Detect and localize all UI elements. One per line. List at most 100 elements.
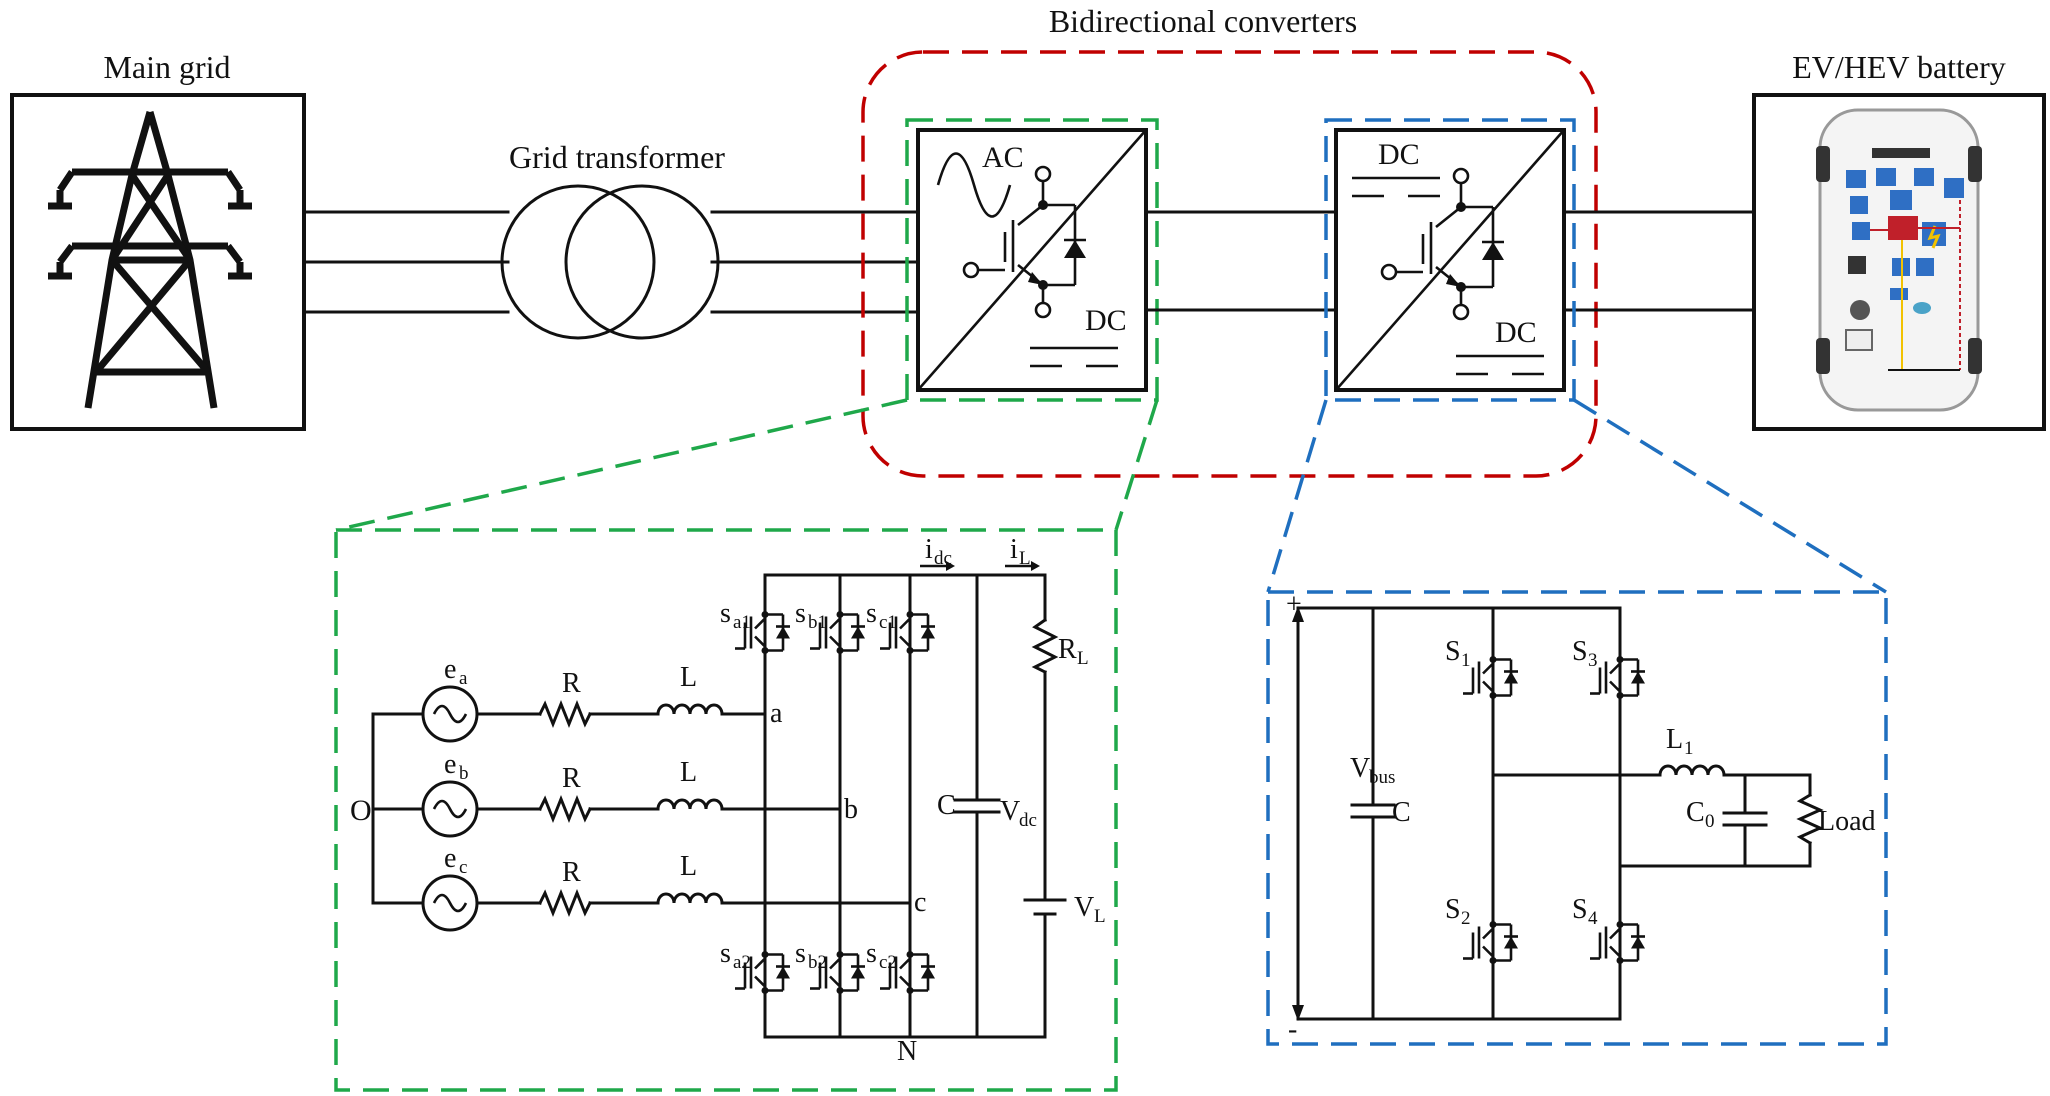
ac-dc-rectifier-circuit: O e a e b e c R L: [334, 528, 1118, 1092]
grid-transformer-label: Grid transformer: [509, 139, 725, 175]
dc-link-capacitor: C V dc: [937, 573, 1037, 1039]
minus-label: -: [1288, 1014, 1297, 1045]
svg-text:a2: a2: [733, 952, 751, 973]
phase-a-rl: R L a: [475, 662, 783, 729]
ac-dc-converter-block: AC DC: [905, 118, 1159, 402]
switch-sa2: [735, 940, 790, 1005]
svg-text:S: S: [1572, 894, 1588, 925]
dc-link-lines: [1144, 210, 1756, 312]
source-ec: e c: [421, 843, 479, 932]
svg-text:1: 1: [1684, 738, 1694, 759]
svg-text:bus: bus: [1369, 767, 1395, 788]
svg-text:L: L: [1077, 648, 1089, 669]
switch-sb1: [810, 600, 865, 665]
svg-text:s: s: [720, 598, 731, 629]
svg-text:s: s: [795, 938, 806, 969]
bidirectional-converters-label: Bidirectional converters: [1049, 3, 1357, 39]
svg-text:L: L: [680, 757, 697, 788]
three-phase-lines: [302, 210, 920, 314]
svg-text:L: L: [680, 662, 697, 693]
svg-text:dc: dc: [1019, 810, 1037, 831]
svg-text:a1: a1: [733, 612, 751, 633]
switch-sb2: [810, 940, 865, 1005]
svg-text:V: V: [1000, 796, 1020, 827]
svg-text:R: R: [562, 857, 581, 888]
phase-c-rl: R L c: [475, 851, 926, 918]
ev-chassis-icon: [1816, 108, 1982, 412]
dc-dc-bridge-circuit: + - V bus C S 1 S 3 S 2 S 4: [1266, 589, 1888, 1046]
igbt-diode-icon: [1380, 167, 1504, 321]
svg-text:0: 0: [1705, 811, 1715, 832]
svg-text:S: S: [1445, 894, 1461, 925]
switch-s4: [1590, 905, 1645, 980]
svg-text:c: c: [459, 857, 467, 878]
source-ea: e a: [421, 654, 479, 743]
grid-transformer: Grid transformer: [500, 139, 725, 340]
switch-s1: [1463, 640, 1518, 715]
svg-text:V: V: [1074, 892, 1094, 923]
svg-text:s: s: [866, 938, 877, 969]
svg-text:1: 1: [1461, 650, 1471, 671]
svg-text:i: i: [1010, 534, 1018, 565]
load-resistor-and-battery: R L V L: [1023, 573, 1106, 1039]
main-grid-block: Main grid: [10, 49, 306, 431]
svg-text:2: 2: [1461, 908, 1471, 929]
dc-dc-converter-block: DC DC: [1324, 118, 1576, 402]
svg-text:e: e: [444, 749, 456, 780]
svg-text:L: L: [1019, 548, 1031, 569]
svg-text:R: R: [562, 763, 581, 794]
svg-text:b2: b2: [808, 952, 827, 973]
svg-text:L: L: [1666, 724, 1683, 755]
current-arrows: i dc i L: [920, 534, 1040, 571]
switch-sc1: [880, 600, 935, 665]
bidirectional-converters-group: Bidirectional converters: [861, 3, 1598, 478]
svg-text:S: S: [1445, 636, 1461, 667]
switch-sa1: [735, 600, 790, 665]
dc-out-label: DC: [1495, 316, 1537, 349]
svg-text:b: b: [844, 794, 858, 825]
switch-sc2: [880, 940, 935, 1005]
svg-text:V: V: [1350, 753, 1370, 784]
svg-text:e: e: [444, 654, 456, 685]
svg-text:c1: c1: [879, 612, 897, 633]
source-eb: e b: [421, 749, 479, 838]
svg-text:s: s: [866, 598, 877, 629]
svg-text:e: e: [444, 843, 456, 874]
svg-text:C: C: [1686, 797, 1705, 828]
svg-text:S: S: [1572, 636, 1588, 667]
svg-text:s: s: [720, 938, 731, 969]
transmission-tower-icon: [48, 111, 252, 409]
ev-battery-block: EV/HEV battery: [1752, 49, 2046, 431]
ev-battery-label: EV/HEV battery: [1792, 49, 2006, 85]
main-grid-label: Main grid: [103, 49, 230, 85]
svg-text:c2: c2: [879, 952, 897, 973]
dc-label: DC: [1085, 304, 1127, 337]
node-n-label: N: [897, 1036, 917, 1067]
svg-text:L: L: [680, 851, 697, 882]
svg-text:a: a: [459, 668, 468, 689]
phase-b-rl: R L b: [475, 757, 858, 825]
bus-capacitor: V bus C: [1350, 606, 1411, 1021]
igbt-diode-icon: [962, 165, 1086, 319]
switch-s2: [1463, 905, 1518, 980]
svg-text:C: C: [1392, 797, 1411, 828]
svg-text:s: s: [795, 598, 806, 629]
svg-text:C: C: [937, 790, 956, 821]
svg-text:a: a: [770, 698, 783, 729]
svg-text:R: R: [1058, 634, 1077, 665]
svg-text:Load: Load: [1818, 806, 1876, 837]
svg-text:L: L: [1094, 906, 1106, 927]
svg-text:c: c: [914, 887, 926, 918]
svg-text:i: i: [925, 534, 933, 565]
svg-text:b: b: [459, 763, 469, 784]
svg-text:R: R: [562, 668, 581, 699]
dc-in-label: DC: [1378, 138, 1420, 171]
svg-text:b1: b1: [808, 612, 827, 633]
zoom-guides: [335, 398, 1887, 594]
svg-text:3: 3: [1588, 650, 1598, 671]
neutral-o-label: O: [350, 794, 372, 827]
svg-text:4: 4: [1588, 908, 1598, 929]
switch-s3: [1590, 640, 1645, 715]
